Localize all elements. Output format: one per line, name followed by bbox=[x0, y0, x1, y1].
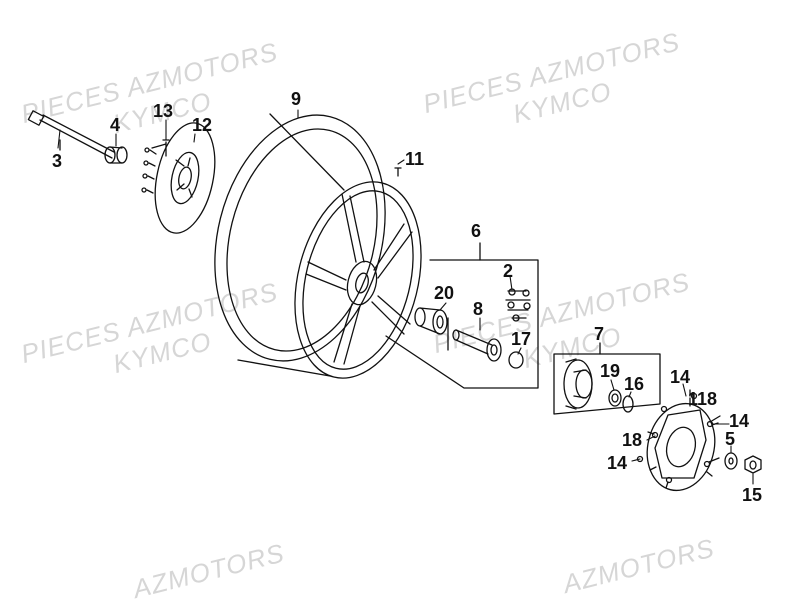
callout-12: 12 bbox=[192, 115, 213, 135]
callout-15: 15 bbox=[742, 485, 763, 505]
callout-16: 16 bbox=[624, 374, 645, 394]
callout-8: 8 bbox=[473, 299, 484, 319]
sprocket-part bbox=[646, 397, 719, 492]
sprocket-hub-part bbox=[563, 358, 593, 410]
leader-lines bbox=[57, 109, 754, 485]
sprocket-hub-bracket bbox=[553, 342, 661, 415]
valve-part bbox=[394, 167, 402, 177]
callout-14-left: 14 bbox=[607, 453, 628, 473]
callout-9: 9 bbox=[291, 89, 302, 109]
callout-14-top: 14 bbox=[670, 367, 691, 387]
callout-3: 3 bbox=[52, 151, 63, 171]
callout-20: 20 bbox=[434, 283, 455, 303]
oil-seal-part bbox=[622, 395, 634, 413]
brake-disc-part bbox=[154, 122, 216, 234]
callout-7: 7 bbox=[594, 324, 605, 344]
callout-14-right: 14 bbox=[729, 411, 750, 431]
bearing-left-part bbox=[414, 307, 448, 335]
nut-part bbox=[744, 455, 762, 474]
callout-18-sprocket: 8 bbox=[707, 389, 718, 409]
callout-5: 5 bbox=[725, 429, 736, 449]
callout-19: 19 bbox=[600, 361, 621, 381]
o-ring-part bbox=[508, 351, 524, 369]
wheel-tire-part bbox=[214, 113, 422, 379]
hub-assembly-bracket bbox=[385, 242, 539, 389]
spacer-part bbox=[447, 317, 502, 362]
bearing-right-part bbox=[608, 389, 622, 407]
callout-4: 4 bbox=[110, 115, 121, 135]
damper-part bbox=[505, 288, 531, 322]
callout-13: 13 bbox=[153, 101, 174, 121]
washer-part bbox=[724, 452, 738, 470]
callout-17: 17 bbox=[511, 329, 532, 349]
callout-18: 18 bbox=[622, 430, 643, 450]
collar-part bbox=[104, 146, 128, 164]
callout-11-sprocket: 11 bbox=[688, 389, 708, 409]
disc-bolts-part bbox=[141, 139, 170, 194]
sprocket-bolts bbox=[636, 389, 721, 484]
axle-part bbox=[27, 110, 115, 159]
callout-11: 11 bbox=[405, 149, 425, 169]
callout-6: 6 bbox=[471, 221, 482, 241]
callout-2: 2 bbox=[503, 261, 514, 281]
